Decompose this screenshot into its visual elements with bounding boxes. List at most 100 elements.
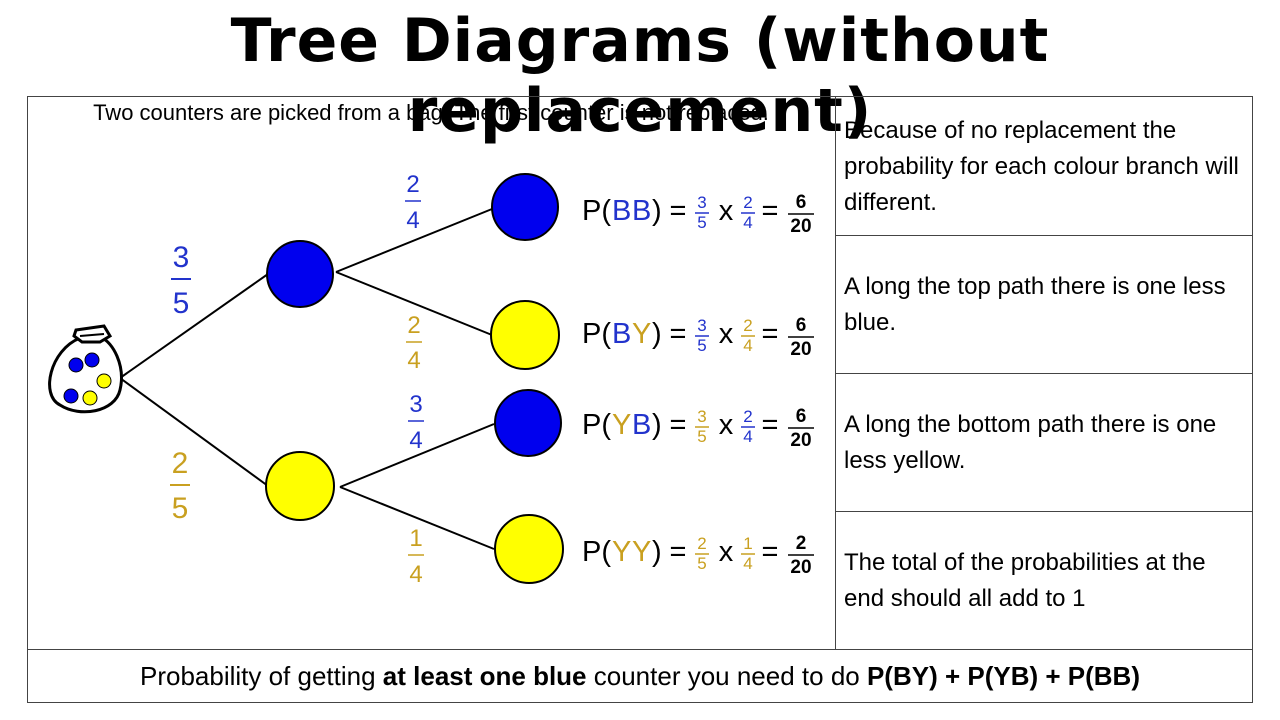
content-frame <box>27 96 1253 703</box>
fraction-2-numerator: 2 <box>743 407 752 426</box>
fraction-2-numerator: 2 <box>743 316 752 335</box>
branch-label-yb: 3 4 <box>408 391 424 454</box>
result-numerator: 6 <box>796 406 807 427</box>
note-top-path: A long the top path there is one less bl… <box>844 273 1226 336</box>
outcome-first-colour: Y <box>612 536 631 568</box>
fraction-1-numerator: 3 <box>697 193 706 212</box>
outcome-label-suffix: ) <box>652 536 662 568</box>
times-sign: x <box>719 409 734 441</box>
fraction-2-denominator: 4 <box>743 554 752 573</box>
branch-label-first-yellow: 2 5 <box>170 447 190 525</box>
times-sign: x <box>719 195 734 227</box>
fraction-2-denominator: 4 <box>743 427 752 446</box>
equals-sign: = <box>670 409 687 441</box>
outcome-first-colour: B <box>612 195 631 227</box>
outcome-first-colour: Y <box>612 409 631 441</box>
footer-bold-2: P(BY) + P(YB) + P(BB) <box>866 660 1140 691</box>
result-numerator: 2 <box>796 533 807 554</box>
outcome-label-prefix: P( <box>582 318 611 350</box>
result-denominator: 20 <box>790 216 811 237</box>
equals-sign: = <box>670 536 687 568</box>
counter-yellow-yy <box>494 514 564 584</box>
outcome-label-suffix: ) <box>652 318 662 350</box>
fraction-1-denominator: 5 <box>697 213 706 232</box>
svg-text:4: 4 <box>409 561 422 588</box>
branch-label-bb: 2 4 <box>405 171 421 234</box>
branch-yy <box>339 486 495 550</box>
times-sign: x <box>719 536 734 568</box>
fraction-1-numerator: 3 <box>697 407 706 426</box>
intro-text: Two counters are picked from a bag. The … <box>93 100 769 125</box>
fraction-2-numerator: 1 <box>743 534 752 553</box>
footer-bold-1: at least one blue <box>382 660 587 691</box>
branch-label-by: 2 4 <box>406 312 422 374</box>
svg-text:4: 4 <box>406 207 419 234</box>
svg-text:2: 2 <box>172 447 189 480</box>
footer-instruction: Probability of getting at least one blue… <box>28 650 1252 702</box>
note-total: The total of the probabilities at the en… <box>844 549 1206 612</box>
svg-text:1: 1 <box>409 525 422 552</box>
page-title: Tree Diagrams (without replacement) <box>230 6 1050 146</box>
outcome-second-colour: Y <box>632 536 651 568</box>
svg-text:3: 3 <box>409 391 422 418</box>
equals-sign: = <box>762 409 779 441</box>
branch-label-first-blue: 3 5 <box>171 241 191 320</box>
counter-yellow-first <box>265 451 335 521</box>
branch-by <box>335 271 493 336</box>
note-divider-1 <box>835 235 1252 236</box>
footer-text-1: Probability of getting <box>139 660 383 691</box>
outcome-label-prefix: P( <box>582 409 611 441</box>
counter-blue-yb <box>494 389 562 457</box>
svg-text:4: 4 <box>409 427 422 454</box>
outcome-label-prefix: P( <box>582 195 611 227</box>
fraction-1-denominator: 5 <box>697 427 706 446</box>
fraction-2-denominator: 4 <box>743 213 752 232</box>
fraction-1-numerator: 2 <box>697 534 706 553</box>
column-divider <box>835 96 836 649</box>
fraction-1-numerator: 3 <box>697 316 706 335</box>
bag-icon <box>48 324 123 414</box>
svg-text:5: 5 <box>172 492 189 525</box>
outcome-second-colour: B <box>632 195 651 227</box>
note-divider-3 <box>835 511 1252 512</box>
footer-divider <box>28 649 1252 650</box>
fraction-1-denominator: 5 <box>697 336 706 355</box>
branch-first-blue <box>119 273 269 379</box>
fraction-2-numerator: 2 <box>743 193 752 212</box>
counter-blue-first <box>266 240 334 308</box>
note-divider-2 <box>835 373 1252 374</box>
result-denominator: 20 <box>790 339 811 360</box>
result-denominator: 20 <box>790 557 811 578</box>
branch-yb <box>339 423 495 488</box>
equals-sign: = <box>670 318 687 350</box>
svg-text:3: 3 <box>173 241 190 274</box>
branch-first-yellow <box>119 377 269 487</box>
outcome-first-colour: B <box>612 318 631 350</box>
result-denominator: 20 <box>790 430 811 451</box>
footer-text-2: counter you need to do <box>586 660 867 691</box>
svg-text:2: 2 <box>406 171 419 198</box>
note-no-replacement: Because of no replacement the probabilit… <box>844 117 1239 216</box>
result-numerator: 6 <box>796 315 807 336</box>
equals-sign: = <box>762 536 779 568</box>
fraction-2-denominator: 4 <box>743 336 752 355</box>
times-sign: x <box>719 318 734 350</box>
counter-blue-bb <box>491 173 559 241</box>
branch-bb <box>335 208 493 273</box>
fraction-1-denominator: 5 <box>697 554 706 573</box>
svg-text:5: 5 <box>173 287 190 320</box>
svg-text:2: 2 <box>407 312 420 339</box>
outcome-label-suffix: ) <box>652 409 662 441</box>
outcome-second-colour: Y <box>632 318 651 350</box>
note-bottom-path: A long the bottom path there is one less… <box>844 411 1217 474</box>
equals-sign: = <box>762 318 779 350</box>
svg-text:4: 4 <box>407 347 420 374</box>
equals-sign: = <box>670 195 687 227</box>
branch-label-yy: 1 4 <box>408 525 424 588</box>
outcome-label-suffix: ) <box>652 195 662 227</box>
counter-yellow-by <box>490 300 560 370</box>
outcome-label-prefix: P( <box>582 536 611 568</box>
equals-sign: = <box>762 195 779 227</box>
